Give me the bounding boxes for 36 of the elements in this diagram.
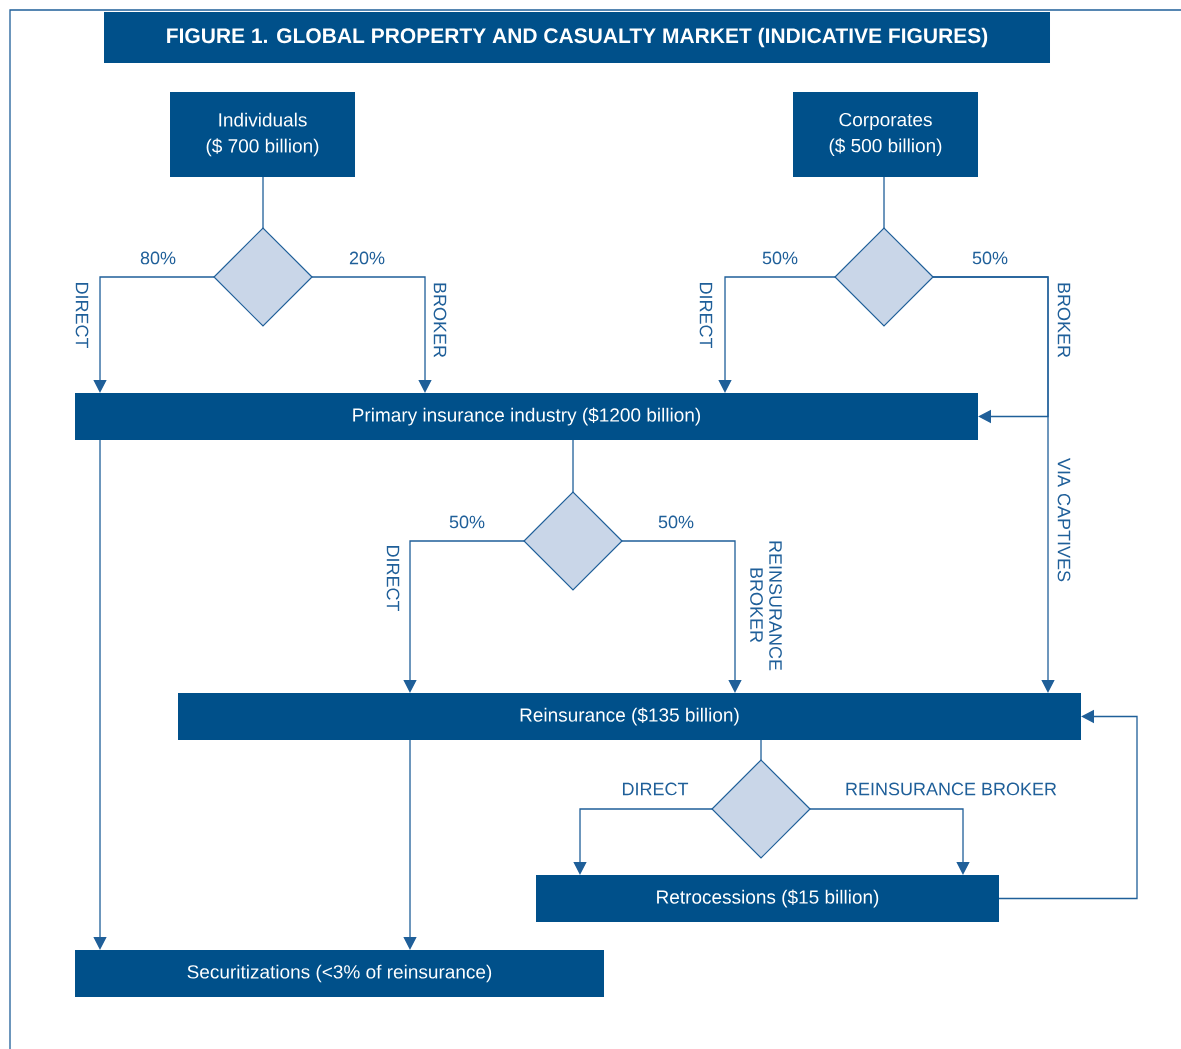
process-box: Individuals ($ 700 billion) xyxy=(170,92,355,177)
arrow xyxy=(403,739,417,950)
edge-label: VIA CAPTIVES xyxy=(1056,454,1072,586)
edge-label: REINSURANCE BROKER xyxy=(749,539,783,671)
percentage-label: 50% xyxy=(449,515,485,529)
edge-label: DIRECT xyxy=(620,781,690,797)
decision-diamond xyxy=(523,491,623,591)
decision-diamond xyxy=(711,759,811,859)
arrow xyxy=(809,808,970,875)
percentage-label: 50% xyxy=(658,515,694,529)
process-box: Corporates ($ 500 billion) xyxy=(793,92,978,177)
percentage-label: 50% xyxy=(762,251,798,265)
arrow xyxy=(621,540,742,693)
process-box: Reinsurance ($135 billion) xyxy=(178,693,1081,740)
process-box: Primary insurance industry ($1200 billion) xyxy=(75,393,978,440)
arrow xyxy=(718,276,836,393)
arrow xyxy=(93,276,215,393)
percentage-label: 50% xyxy=(972,251,1008,265)
edge-label: BROKER xyxy=(1056,254,1072,386)
arrow xyxy=(93,439,107,950)
title-banner: FIGURE 1. GLOBAL PROPERTY AND CASUALTY MARKET (INDICATIVE FIGURES) xyxy=(104,12,1050,63)
edge-label: DIRECT xyxy=(74,249,90,381)
arrow xyxy=(932,276,1055,693)
edge-label: DIRECT xyxy=(698,249,714,381)
edge-label: DIRECT xyxy=(385,512,401,644)
process-box: Retrocessions ($15 billion) xyxy=(536,875,999,922)
process-box: Securitizations (<3% of reinsurance) xyxy=(75,950,604,997)
arrow xyxy=(573,808,713,875)
percentage-label: 80% xyxy=(140,251,176,265)
edge-label: REINSURANCE BROKER xyxy=(844,781,1058,797)
arrow xyxy=(311,276,432,393)
edge-label: BROKER xyxy=(432,254,448,386)
percentage-label: 20% xyxy=(349,251,385,265)
arrow xyxy=(403,540,525,693)
decision-diamond xyxy=(834,227,934,327)
decision-diamond xyxy=(213,227,313,327)
